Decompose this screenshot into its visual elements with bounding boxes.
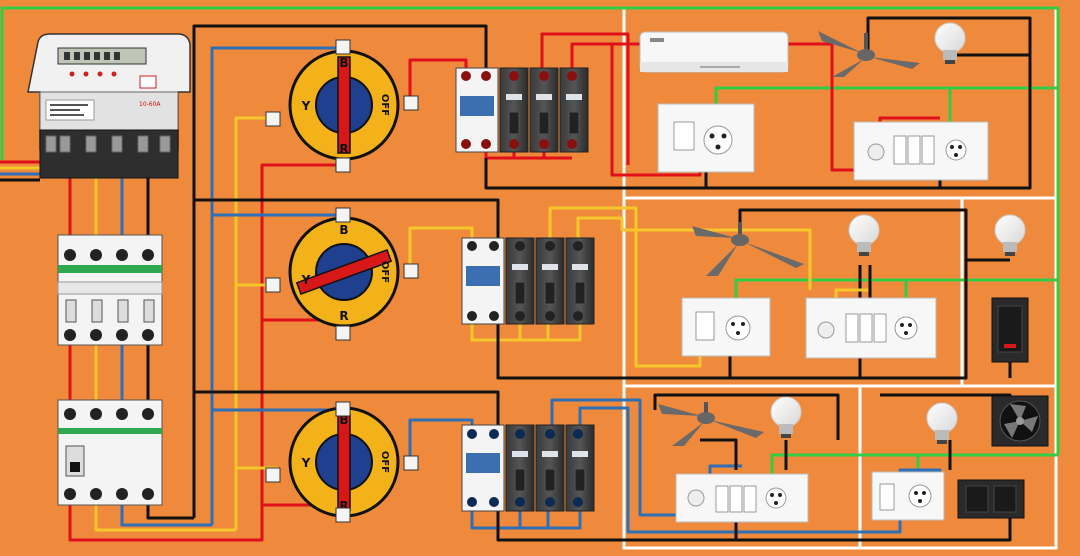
- bulb-icon: [848, 214, 880, 256]
- switch-label-b: B: [339, 413, 348, 427]
- switch-label-r: R: [339, 309, 348, 323]
- switch-label-y: Y: [301, 456, 311, 470]
- switch-label-r: R: [339, 142, 348, 156]
- switch-handle: [337, 56, 351, 154]
- bulb-icon: [994, 214, 1026, 256]
- meter-leds: [69, 71, 117, 77]
- meter-display: [57, 47, 147, 65]
- switch-board-room4[interactable]: [675, 473, 809, 523]
- distribution-board-3: [461, 424, 595, 512]
- room-5-border: [858, 384, 1058, 550]
- switch-label-off: OFF: [379, 451, 390, 473]
- switch-label-off: OFF: [379, 94, 390, 116]
- ceiling-fan-icon: [818, 31, 920, 77]
- switch-board-room5-a[interactable]: [871, 471, 945, 521]
- switch-label-b: B: [339, 223, 348, 237]
- switch-room3[interactable]: [991, 297, 1029, 363]
- energy-meter: 10-60A: [27, 33, 191, 179]
- meter-logo: [139, 75, 157, 89]
- distribution-board-2: [461, 237, 595, 325]
- main-rccb: [57, 399, 163, 506]
- switch-label-r: R: [339, 499, 348, 513]
- ceiling-fan-icon: [658, 402, 764, 446]
- changeover-switch-1[interactable]: B Y R OFF: [288, 49, 400, 161]
- switch-board-room2-a[interactable]: [681, 297, 771, 357]
- ceiling-fan-icon: [692, 222, 804, 276]
- changeover-switch-2[interactable]: B Y R OFF: [288, 216, 400, 328]
- switch-terminals: [265, 39, 419, 523]
- switch-handle: [337, 413, 351, 511]
- switch-board-room2-b[interactable]: [805, 297, 937, 359]
- switch-label-b: B: [339, 56, 348, 70]
- switch-label-off: OFF: [379, 261, 390, 283]
- switch-board-room5-b[interactable]: [957, 479, 1025, 519]
- main-mcb-4-pole: [57, 234, 163, 346]
- distribution-board-1: [455, 67, 589, 153]
- switch-board-room1[interactable]: [853, 121, 989, 181]
- bulb-icon: [926, 402, 958, 444]
- switch-label-y: Y: [301, 99, 311, 113]
- air-conditioner-icon: [639, 31, 789, 73]
- meter-rating: 10-60A: [139, 101, 161, 108]
- switch-board-ac[interactable]: [657, 103, 755, 173]
- switch-handle: [295, 248, 393, 296]
- bulb-icon: [934, 22, 966, 64]
- bulb-icon: [770, 396, 802, 438]
- changeover-switch-3[interactable]: B Y R OFF: [288, 406, 400, 518]
- switch-label-y: Y: [301, 273, 311, 287]
- exhaust-fan-icon: [991, 395, 1049, 447]
